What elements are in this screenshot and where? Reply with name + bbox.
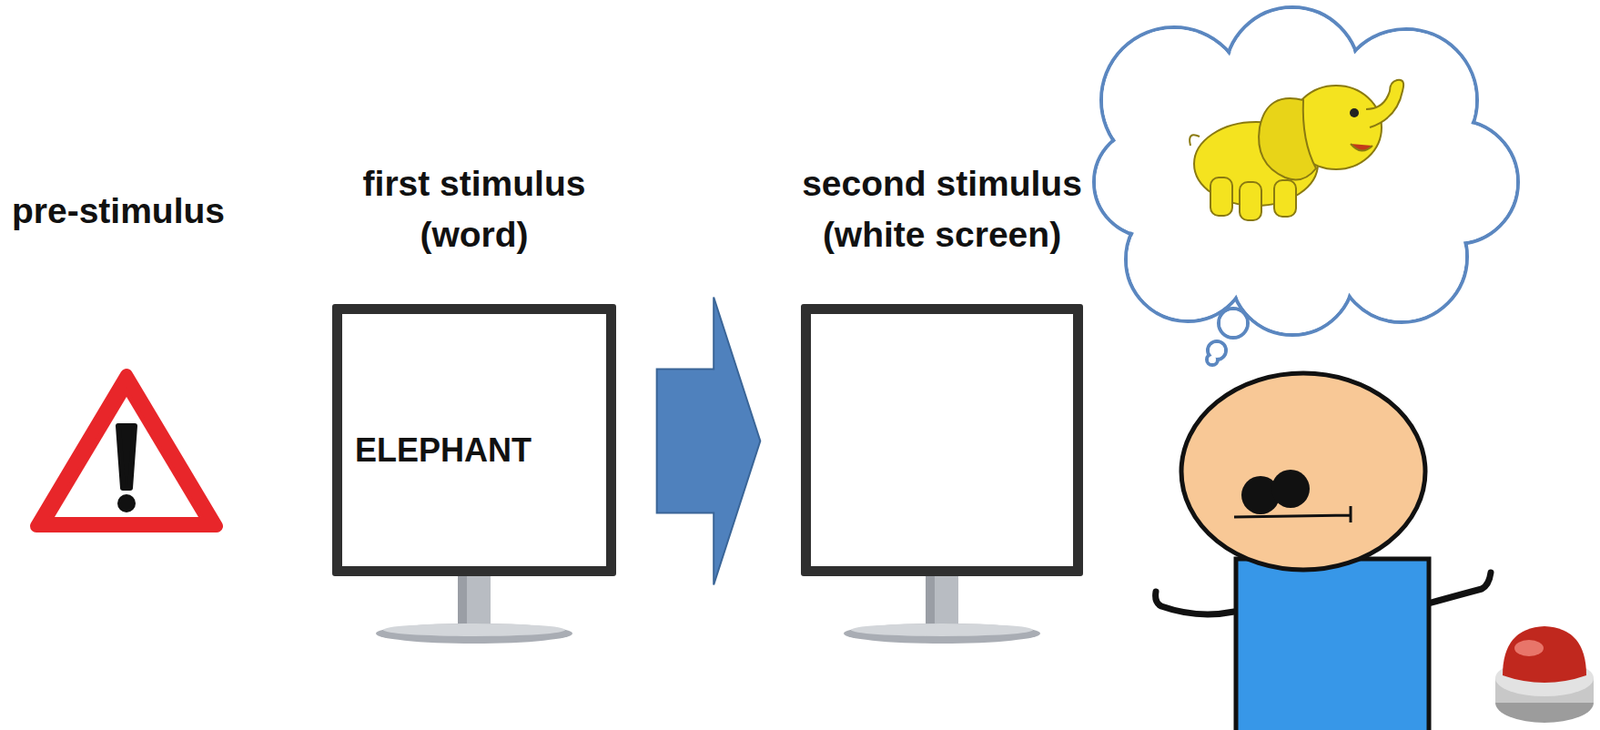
thought-cloud [1093,7,1519,365]
monitor-stand [843,573,1041,644]
warning-sign [36,374,217,527]
shrugging-person [1155,373,1491,730]
monitor-screen: second stimulus (white screen) [800,303,1084,577]
stimulus-heading: first stimulus (word) [337,158,611,262]
stimulus-word: ELEPHANT [354,430,532,470]
elephant-drawing [1189,80,1404,221]
monitor-screen: first stimulus (word)ELEPHANT [332,303,617,577]
push-button [1495,626,1594,723]
block-arrow [657,297,761,586]
stage-label: pre-stimulus [11,191,225,232]
stimulus-heading: second stimulus (white screen) [787,158,1097,262]
monitor-stand [375,573,573,644]
